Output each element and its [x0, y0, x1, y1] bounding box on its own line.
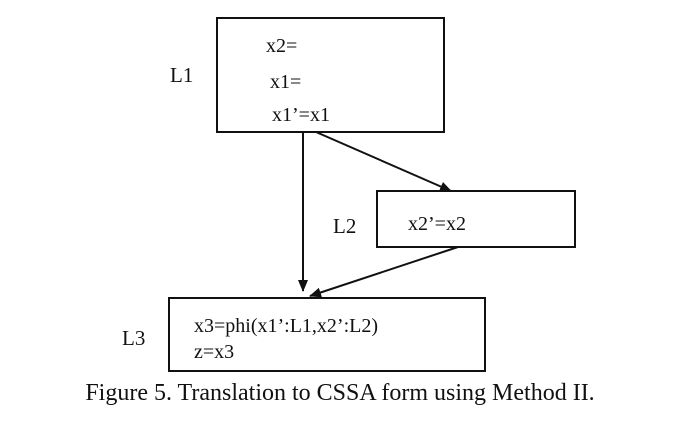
block-l3-box — [168, 297, 486, 372]
block-l3-line-2: z=x3 — [194, 341, 234, 363]
block-l2: L2 x2’=x2 — [333, 190, 576, 248]
block-l1-line-1: x2= — [266, 35, 297, 57]
block-l2-label: L2 — [333, 214, 356, 238]
control-flow-diagram: L1 x2= x1= x1’=x1 L2 x2’=x2 L3 x3=phi(x1… — [122, 17, 576, 372]
block-l2-line-1: x2’=x2 — [408, 213, 466, 235]
block-l1-line-2: x1= — [270, 71, 301, 93]
block-l1: L1 x2= x1= x1’=x1 — [170, 17, 445, 133]
block-l3-line-1: x3=phi(x1’:L1,x2’:L2) — [194, 315, 378, 337]
block-l3-label: L3 — [122, 326, 145, 350]
block-l1-label: L1 — [170, 63, 193, 87]
block-l2-box — [376, 190, 576, 248]
edge-l1-to-l2 — [315, 131, 452, 192]
block-l1-box — [216, 17, 445, 133]
block-l1-line-3: x1’=x1 — [272, 104, 330, 126]
edge-l2-to-l3 — [309, 246, 459, 298]
block-l3: L3 x3=phi(x1’:L1,x2’:L2) z=x3 — [122, 297, 486, 372]
figure-caption: Figure 5. Translation to CSSA form using… — [85, 380, 595, 406]
